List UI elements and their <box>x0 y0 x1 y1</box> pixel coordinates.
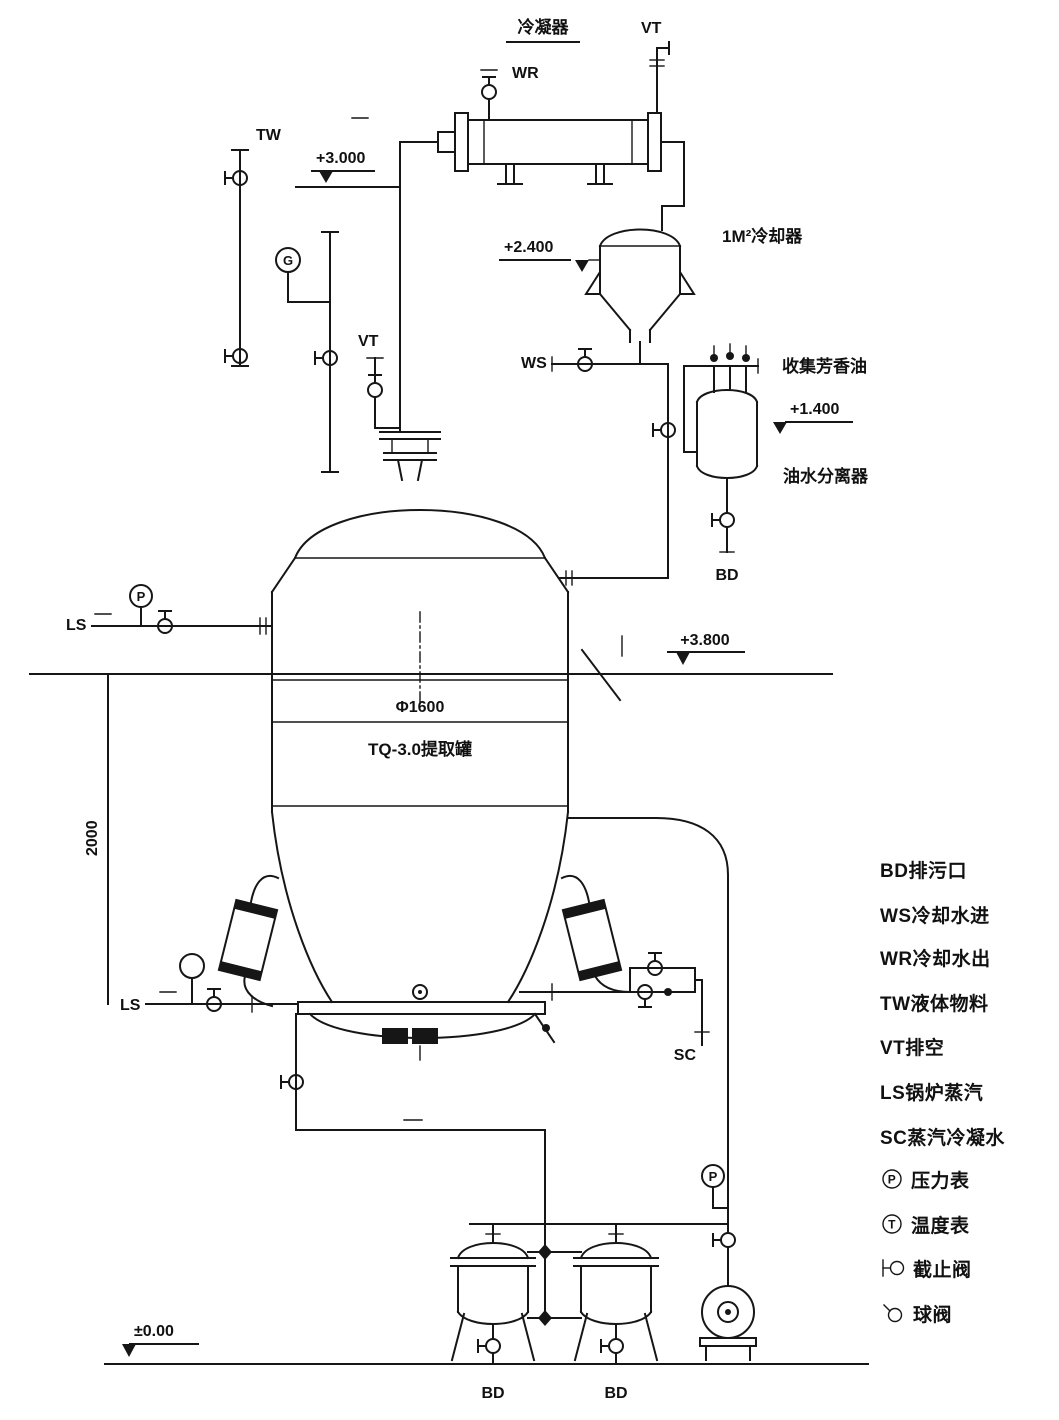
legend-item-wr: WR冷却水出 <box>880 944 991 970</box>
ls-upper-label: LS <box>66 617 87 634</box>
ls-lower-label: LS <box>120 997 141 1014</box>
right-heater <box>560 875 632 994</box>
legend-item-stop-valve: 截止阀 <box>880 1255 972 1281</box>
tw-feed-piping <box>224 149 339 473</box>
oil-water-separator <box>683 343 759 553</box>
elevation-2400-label: +2.400 <box>504 239 553 256</box>
legend-item-ls: LS锅炉蒸汽 <box>880 1078 983 1104</box>
wr-valve-icon <box>481 76 497 100</box>
drain-piping <box>280 1013 729 1326</box>
drain-valve-icon <box>280 1074 304 1090</box>
tank-diameter-label: Φ1600 <box>396 699 445 716</box>
vt-tank-branch <box>366 357 399 429</box>
elevation-3800-label: +3.800 <box>680 632 729 649</box>
separator-label: 油水分离器 <box>783 466 869 486</box>
ball-valve-icon <box>883 1304 903 1323</box>
sight-glass-letter: G <box>283 253 293 268</box>
vapor-line <box>399 141 439 433</box>
svg-text:P: P <box>888 1173 897 1187</box>
legend-text: TW液体物料 <box>880 993 989 1015</box>
legend-text: VT排空 <box>880 1037 945 1059</box>
tw-valve-icon <box>224 170 248 186</box>
vt-top-vent <box>649 41 670 114</box>
condenser-title: 冷凝器 <box>518 17 570 37</box>
ws-label: WS <box>521 355 547 372</box>
pressure-gauge-lower-letter: P <box>709 1169 718 1184</box>
elevation-3800 <box>29 635 833 702</box>
return-valve-icon <box>652 422 676 438</box>
elevation-1400 <box>773 421 853 434</box>
elevation-ground-label: ±0.00 <box>134 1323 174 1340</box>
filter-right-bd-label: BD <box>604 1385 627 1402</box>
legend-text: BD排污口 <box>880 860 967 882</box>
dimension-2000-label: 2000 <box>84 820 101 856</box>
elevation-3000 <box>295 117 401 188</box>
cooler-label: 1M²冷却器 <box>722 226 803 246</box>
legend-text: 球阀 <box>913 1304 953 1326</box>
filter-right-bd-valve-icon <box>600 1338 624 1354</box>
tw-lower-valve-icon <box>224 348 248 364</box>
filter-vessel-right <box>573 1242 659 1365</box>
legend-text: LS锅炉蒸汽 <box>880 1082 984 1104</box>
collect-oil-label: 收集芳香油 <box>782 356 867 376</box>
ws-valve-icon <box>577 348 593 372</box>
sight-glass-gauge <box>275 247 301 273</box>
tank-name-label: TQ-3.0提取罐 <box>368 739 472 759</box>
ls-upper-valve-icon <box>157 610 173 634</box>
vt-tank-label: VT <box>358 333 379 350</box>
vt-valve-icon <box>367 374 383 398</box>
ws-line <box>551 348 676 586</box>
sc-label: SC <box>674 1047 697 1064</box>
pump-valve-icon <box>712 1232 736 1248</box>
left-heater <box>217 875 280 1008</box>
wr-connection <box>480 69 498 121</box>
elevation-1400-label: +1.400 <box>790 401 839 418</box>
svg-text:T: T <box>888 1218 896 1232</box>
ls-lower-line <box>145 953 299 1013</box>
legend-text: SC蒸汽冷凝水 <box>880 1127 1005 1149</box>
condenser <box>437 41 685 231</box>
legend-text: 截止阀 <box>913 1259 972 1281</box>
legend-item-ws: WS冷却水进 <box>880 901 990 927</box>
temperature-gauge-icon: T <box>882 1214 902 1234</box>
wr-label: WR <box>512 65 539 82</box>
extraction-tank <box>270 431 570 1061</box>
pump <box>699 1285 757 1361</box>
legend-text: 温度表 <box>911 1215 970 1237</box>
tw-label: TW <box>256 127 282 144</box>
legend-item-vt: VT排空 <box>880 1033 944 1059</box>
filter-left-bd-label: BD <box>481 1385 504 1402</box>
elevation-2400 <box>499 259 601 272</box>
ls-lower-valve-icon <box>206 988 222 1012</box>
vt-top-label: VT <box>641 20 662 37</box>
legend-item-bd: BD排污口 <box>880 856 967 882</box>
sc-valve-bottom-icon <box>637 984 653 1008</box>
filter-left-bd-valve-icon <box>477 1338 501 1354</box>
branch-valve-icon <box>314 350 338 366</box>
legend-item-tw: TW液体物料 <box>880 989 989 1015</box>
ls-upper-line <box>91 584 273 635</box>
legend-text: WS冷却水进 <box>880 905 990 927</box>
sc-manifold <box>519 952 710 1046</box>
legend-text: 压力表 <box>911 1170 970 1192</box>
sc-valve-top-icon <box>647 952 663 976</box>
separator-bd-label: BD <box>715 567 738 584</box>
elevation-ground <box>104 1343 869 1365</box>
elevation-3000-label: +3.000 <box>316 150 365 167</box>
filter-vessel-left <box>450 1242 536 1365</box>
legend-item-temperature-gauge: T 温度表 <box>880 1211 970 1237</box>
pressure-gauge-icon: P <box>882 1169 902 1189</box>
legend-text: WR冷却水出 <box>880 948 991 970</box>
separator-bd-valve-icon <box>711 512 735 528</box>
legend-item-ball-valve: 球阀 <box>880 1300 952 1326</box>
pump-riser <box>567 817 736 1287</box>
pressure-gauge-upper-letter: P <box>137 589 146 604</box>
legend-item-sc: SC蒸汽冷凝水 <box>880 1123 1005 1149</box>
legend-item-pressure-gauge: P 压力表 <box>880 1166 970 1192</box>
cooler-vessel <box>584 228 696 365</box>
stop-valve-icon <box>882 1259 905 1277</box>
